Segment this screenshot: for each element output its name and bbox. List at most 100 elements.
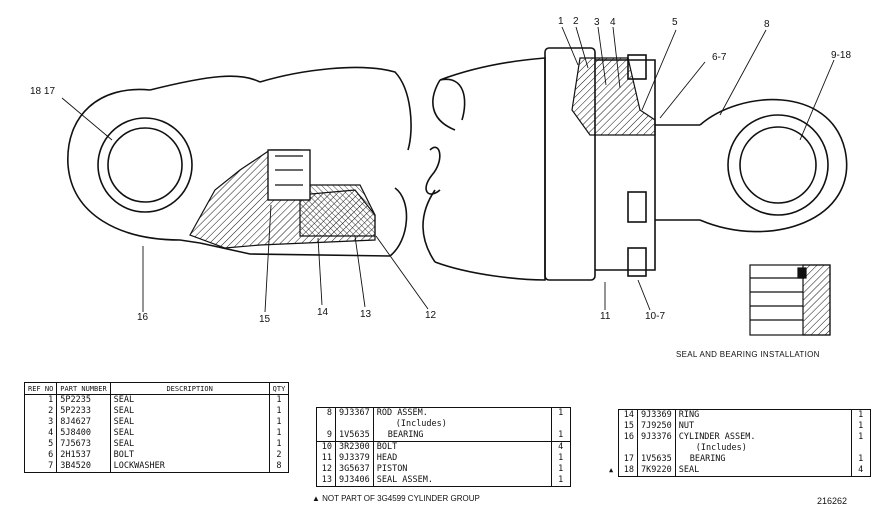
row-part-number: 7J9250 <box>637 421 676 432</box>
callout-6-7: 6-7 <box>712 52 727 63</box>
row-part-number: 7J5673 <box>56 439 111 450</box>
row-ref: 1 <box>23 394 58 406</box>
row-qty: 8 <box>269 461 290 473</box>
parts-table-left: REF NO PART NUMBER DESCRIPTION QTY 1 5P2… <box>23 382 290 473</box>
row-qty: 2 <box>269 450 290 461</box>
row-mark <box>606 421 619 432</box>
header-qty: QTY <box>269 382 290 395</box>
row-qty: 1 <box>551 475 571 487</box>
row-part-number: 7K9220 <box>637 465 676 477</box>
callout-1: 1 <box>558 16 564 27</box>
header-description: DESCRIPTION <box>110 382 270 395</box>
row-description: BEARING <box>675 454 852 465</box>
header-ref-no: REF NO <box>23 382 58 395</box>
row-part-number: 9J3379 <box>335 453 374 464</box>
row-description: BOLT <box>110 450 270 461</box>
table-row: 5 7J5673 SEAL 1 <box>23 439 290 450</box>
table-row: 9 1V5635 BEARING 1 <box>316 430 571 442</box>
callout-16: 16 <box>137 312 149 323</box>
table-row: 14 9J3369 RING 1 <box>606 409 871 421</box>
row-part-number: 3R2300 <box>335 441 374 453</box>
row-description: (Includes) <box>675 443 852 454</box>
inset-caption: SEAL AND BEARING INSTALLATION <box>676 350 820 359</box>
parts-table-middle: 8 9J3367 ROD ASSEM. 1 (Includes) 9 1V563… <box>316 407 571 487</box>
callout-18-17: 18 17 <box>30 86 56 97</box>
row-ref: 13 <box>316 475 336 487</box>
row-qty: 1 <box>551 407 571 419</box>
row-ref: 5 <box>23 439 58 450</box>
row-ref: 18 <box>618 465 638 477</box>
row-part-number: 8J4627 <box>56 417 111 428</box>
row-qty: 1 <box>551 453 571 464</box>
row-description: SEAL <box>110 406 270 417</box>
row-ref: 8 <box>316 407 336 419</box>
row-qty: 1 <box>851 432 871 443</box>
row-qty: 4 <box>851 465 871 477</box>
row-qty <box>551 419 571 430</box>
callout-15: 15 <box>259 314 271 325</box>
row-description: SEAL <box>110 428 270 439</box>
table-row: 12 3G5637 PISTON 1 <box>316 464 571 475</box>
row-description: (Includes) <box>373 419 552 430</box>
row-description: HEAD <box>373 453 552 464</box>
row-qty: 1 <box>851 454 871 465</box>
row-part-number: 1V5635 <box>637 454 676 465</box>
row-description: PISTON <box>373 464 552 475</box>
callout-9-18: 9-18 <box>831 50 852 61</box>
table-header-row: REF NO PART NUMBER DESCRIPTION QTY <box>23 382 290 395</box>
row-ref: 2 <box>23 406 58 417</box>
row-ref: 7 <box>23 461 58 473</box>
row-ref: 9 <box>316 430 336 442</box>
callout-5: 5 <box>672 17 678 28</box>
row-part-number <box>637 443 676 454</box>
row-description: SEAL <box>110 394 270 406</box>
row-description: LOCKWASHER <box>110 461 270 473</box>
row-qty: 1 <box>851 409 871 421</box>
table-row: 13 9J3406 SEAL ASSEM. 1 <box>316 475 571 487</box>
row-qty: 1 <box>851 421 871 432</box>
seal-bearing-inset <box>749 264 831 336</box>
table-row: 6 2H1537 BOLT 2 <box>23 450 290 461</box>
callout-14: 14 <box>317 307 329 318</box>
cylinder-eye-bore <box>97 117 193 213</box>
callout-2: 2 <box>573 16 579 27</box>
callout-11: 11 <box>600 311 611 322</box>
row-mark <box>606 443 619 454</box>
row-description: SEAL <box>110 439 270 450</box>
row-part-number: 9J3376 <box>637 432 676 443</box>
row-qty: 1 <box>269 428 290 439</box>
row-part-number: 9J3369 <box>637 409 676 421</box>
figure-number: 216262 <box>817 496 848 506</box>
callout-4: 4 <box>610 17 616 28</box>
row-description: SEAL <box>110 417 270 428</box>
row-qty: 1 <box>269 406 290 417</box>
row-ref: 16 <box>618 432 638 443</box>
callout-3: 3 <box>594 17 600 28</box>
row-qty: 1 <box>551 430 571 442</box>
header-part-number: PART NUMBER <box>56 382 111 395</box>
row-ref: 14 <box>618 409 638 421</box>
table-row: 8 9J3367 ROD ASSEM. 1 <box>316 407 571 419</box>
callout-13: 13 <box>360 309 372 320</box>
table-row: (Includes) <box>316 419 571 430</box>
callout-12: 12 <box>425 310 437 321</box>
table-row: 11 9J3379 HEAD 1 <box>316 453 571 464</box>
row-description: SEAL ASSEM. <box>373 475 552 487</box>
row-qty: 1 <box>551 464 571 475</box>
row-ref: 17 <box>618 454 638 465</box>
row-part-number: 9J3367 <box>335 407 374 419</box>
row-description: SEAL <box>675 465 852 477</box>
row-part-number <box>335 419 374 430</box>
table-row: ▲ 18 7K9220 SEAL 4 <box>606 465 871 477</box>
row-qty: 1 <box>269 394 290 406</box>
row-qty: 4 <box>551 441 571 453</box>
row-part-number: 5J8400 <box>56 428 111 439</box>
table-row: 7 3B4520 LOCKWASHER 8 <box>23 461 290 473</box>
row-description: ROD ASSEM. <box>373 407 552 419</box>
row-ref: 12 <box>316 464 336 475</box>
row-mark: ▲ <box>609 466 614 475</box>
row-description: RING <box>675 409 852 421</box>
row-part-number: 5P2233 <box>56 406 111 417</box>
row-ref: 15 <box>618 421 638 432</box>
